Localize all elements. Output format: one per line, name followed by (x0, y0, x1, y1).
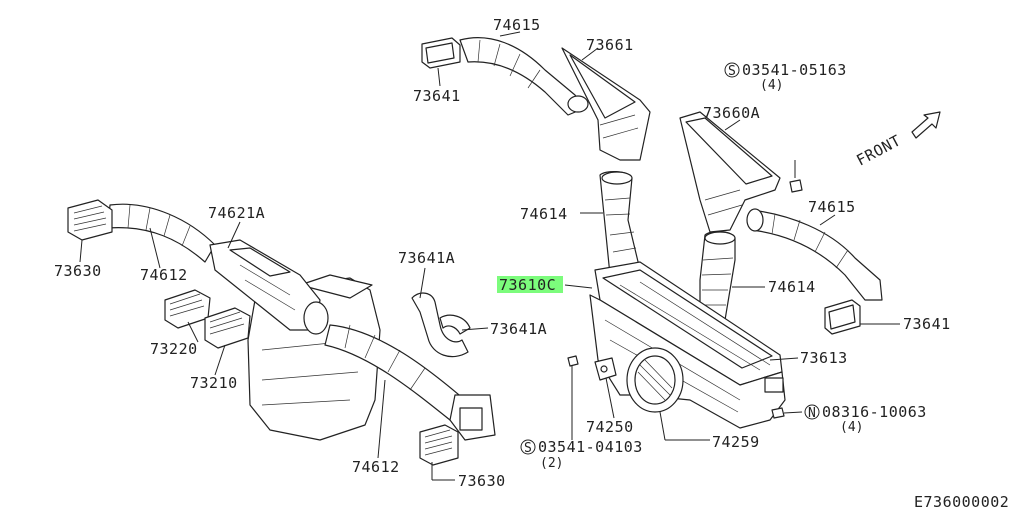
label-74614-right: 74614 (768, 278, 816, 296)
screw-05163 (789, 160, 803, 193)
label-74614-mid: 74614 (520, 205, 568, 223)
screw-symbol-05163-letter: S (728, 64, 736, 79)
duct-74621A (209, 239, 329, 335)
front-arrow (911, 111, 941, 139)
label-73613: 73613 (800, 349, 848, 367)
vent-73220 (164, 289, 211, 329)
label-73641A-b: 73641A (490, 320, 547, 338)
nut-10063 (771, 407, 785, 419)
hose-74615-right (746, 208, 883, 301)
label-74621A: 74621A (208, 204, 265, 222)
screw-symbol-05163 (724, 62, 740, 78)
leader-lines (79, 31, 900, 481)
label-05163-qty: (4) (760, 78, 783, 93)
hose-74612-bottom (324, 324, 496, 441)
label-front: FRONT (853, 131, 904, 169)
label-73661: 73661 (586, 36, 634, 54)
label-74612-left: 74612 (140, 266, 188, 284)
label-73220: 73220 (150, 340, 198, 358)
grille-73641-top (421, 37, 461, 69)
label-08316-10063: 08316-10063 (822, 403, 927, 421)
label-73210: 73210 (190, 374, 238, 392)
duct-73660A (679, 111, 781, 233)
label-74612-bottom: 74612 (352, 458, 400, 476)
label-73641-top: 73641 (413, 87, 461, 105)
nut-symbol-10063 (804, 404, 820, 420)
label-10063-qty: (4) (840, 420, 863, 435)
hose-74614-mid (599, 171, 641, 281)
nut-symbol-10063-letter: N (808, 406, 816, 421)
blower-74250 (626, 347, 684, 413)
grille-73630-bottom (419, 424, 459, 466)
label-74259: 74259 (712, 433, 760, 451)
screw-04103 (567, 355, 579, 367)
label-74615-right: 74615 (808, 198, 856, 216)
screw-symbol-04103-letter: S (524, 441, 532, 456)
label-73660A: 73660A (703, 104, 760, 122)
diagram-code: E736000002 (914, 493, 1009, 511)
grille-73641-right (824, 299, 861, 335)
label-04103-qty: (2) (540, 456, 563, 471)
label-74615-top: 74615 (493, 16, 541, 34)
hose-74614-right (699, 231, 736, 323)
label-73641A-a: 73641A (398, 249, 455, 267)
label-03541-05163: 03541-05163 (742, 61, 847, 79)
label-03541-04103: 03541-04103 (538, 438, 643, 456)
bracket-74250 (594, 357, 617, 381)
label-73630-left: 73630 (54, 262, 102, 280)
duct-73641A (411, 292, 471, 358)
screw-symbol-04103 (520, 439, 536, 455)
highlight-73610C (497, 276, 563, 293)
hose-74612-left (107, 203, 216, 263)
duct-73661 (561, 47, 651, 161)
label-73630-bottom: 73630 (458, 472, 506, 490)
label-73610C: 73610C (499, 276, 556, 294)
grille-73630-left (67, 199, 113, 241)
label-73641-right: 73641 (903, 315, 951, 333)
label-74250: 74250 (586, 418, 634, 436)
hose-74615-top (459, 37, 589, 116)
vent-73210 (204, 307, 251, 349)
